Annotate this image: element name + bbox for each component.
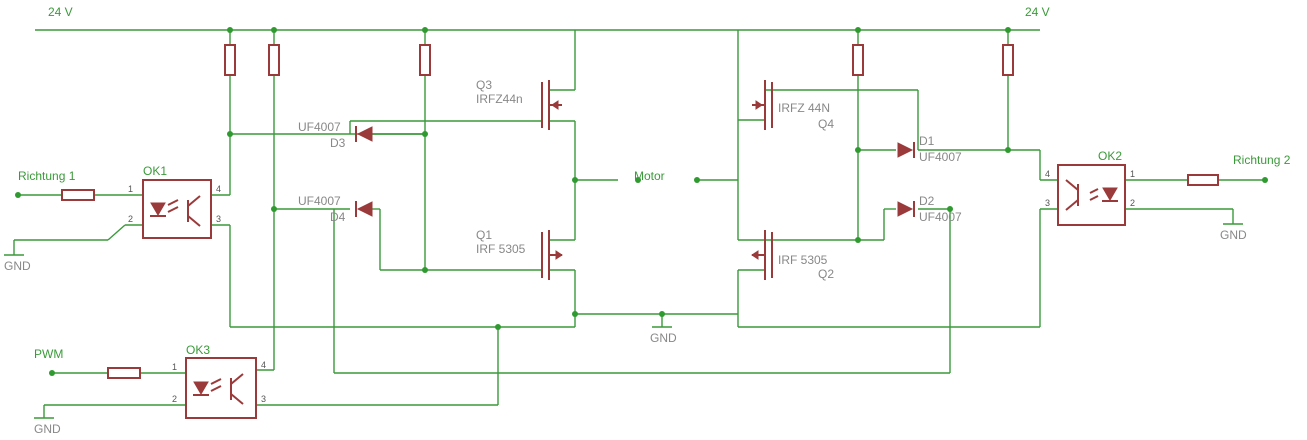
pin-ok3-3: 3 — [261, 394, 266, 404]
mosfets — [541, 80, 773, 280]
diode-d1 — [897, 142, 915, 158]
label-d4-name: D4 — [330, 210, 346, 224]
diodes — [355, 126, 915, 217]
resistor-r-richtung1 — [61, 189, 95, 201]
label-q4-name: Q4 — [818, 117, 834, 131]
label-pwm: PWM — [34, 347, 63, 361]
pin-ok2-3: 3 — [1045, 198, 1050, 208]
pin-ok1-4: 4 — [216, 184, 221, 194]
label-ok2: OK2 — [1098, 149, 1122, 163]
pin-ok2-4: 4 — [1045, 169, 1050, 179]
optocoupler-ok3 — [185, 357, 257, 419]
wires — [13, 29, 1265, 418]
pin-ok3-1: 1 — [172, 362, 177, 372]
label-motor: Motor — [634, 169, 665, 183]
resistor-r-ok3 — [268, 44, 280, 76]
ground-symbols — [4, 223, 1243, 419]
resistor-r-q4 — [852, 44, 864, 76]
label-q4-type: IRFZ 44N — [778, 101, 830, 115]
resistor-r-ok1 — [224, 44, 236, 76]
resistor-r-ok2 — [1002, 44, 1014, 76]
label-q2-type: IRF 5305 — [778, 253, 828, 267]
label-gnd-ok3: GND — [34, 422, 61, 436]
diode-d3 — [355, 126, 373, 142]
label-ok3: OK3 — [186, 343, 210, 357]
resistor-r-pwm — [107, 367, 141, 379]
pin-ok3-4: 4 — [261, 360, 266, 370]
label-q1-type: IRF 5305 — [476, 242, 526, 256]
resistors — [61, 44, 1219, 379]
resistor-r-q3 — [419, 44, 431, 76]
pin-ok1-3: 3 — [216, 214, 221, 224]
label-richtung-2: Richtung 2 — [1233, 153, 1291, 167]
label-richtung-1: Richtung 1 — [18, 169, 76, 183]
label-q3-type: IRFZ44n — [476, 92, 523, 106]
diode-d4 — [355, 201, 373, 217]
label-d3-name: D3 — [330, 136, 346, 150]
label-d4-type: UF4007 — [298, 194, 341, 208]
diode-d2 — [897, 201, 915, 217]
pin-ok3-2: 2 — [172, 394, 177, 404]
mosfet-q2 — [751, 230, 773, 280]
label-gnd-ok2: GND — [1220, 228, 1247, 242]
label-q3-name: Q3 — [476, 78, 492, 92]
mosfet-q4 — [752, 80, 773, 130]
label-24v-right: 24 V — [1025, 5, 1050, 19]
label-ok1: OK1 — [143, 164, 167, 178]
pin-ok2-2: 2 — [1130, 198, 1135, 208]
pin-ok1-2: 2 — [128, 214, 133, 224]
label-d2-name: D2 — [919, 194, 935, 208]
label-q1-name: Q1 — [476, 228, 492, 242]
pin-ok2-1: 1 — [1130, 169, 1135, 179]
mosfet-q1 — [541, 230, 563, 280]
label-q2-name: Q2 — [818, 267, 834, 281]
optocoupler-ok2 — [1057, 164, 1126, 226]
label-gnd-ok1: GND — [4, 259, 31, 273]
label-d2-type: UF4007 — [919, 210, 962, 224]
junction-dots — [15, 27, 1268, 376]
label-24v-left: 24 V — [48, 5, 73, 19]
mosfet-q3 — [541, 80, 562, 130]
label-d3-type: UF4007 — [298, 120, 341, 134]
label-gnd-center: GND — [650, 331, 677, 345]
label-d1-name: D1 — [919, 134, 935, 148]
optocoupler-ok1 — [142, 179, 212, 239]
label-d1-type: UF4007 — [919, 150, 962, 164]
pin-ok1-1: 1 — [128, 184, 133, 194]
resistor-r-richtung2 — [1187, 174, 1219, 186]
